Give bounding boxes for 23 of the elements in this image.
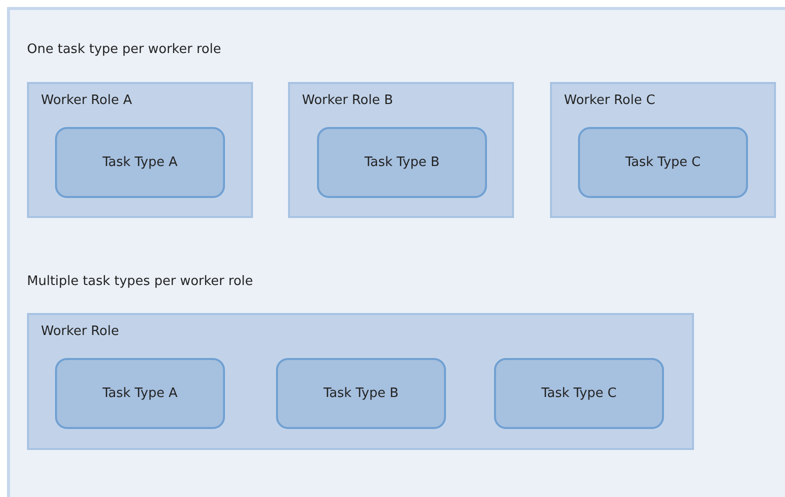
worker-role-box [288,82,514,218]
task-type-box [578,127,748,198]
worker-role-box [27,82,253,218]
task-title: Task Type A [102,386,178,401]
role-title: Worker Role A [41,93,132,108]
worker-role-box [550,82,776,218]
task-title: Task Type A [102,155,178,170]
task-type-box [55,127,225,198]
task-title: Task Type C [541,386,617,401]
section-heading: One task type per worker role [27,42,222,57]
task-type-box [55,358,225,429]
task-type-box [276,358,446,429]
section-heading: Multiple task types per worker role [27,274,254,289]
role-title: Worker Role [41,324,119,339]
role-title: Worker Role C [564,93,656,108]
task-title: Task Type C [625,155,701,170]
task-type-box [494,358,664,429]
task-title: Task Type B [323,386,399,401]
panel-background [7,7,785,497]
role-title: Worker Role B [302,93,393,108]
task-title: Task Type B [364,155,440,170]
task-type-box [317,127,487,198]
worker-role-box [27,313,694,450]
